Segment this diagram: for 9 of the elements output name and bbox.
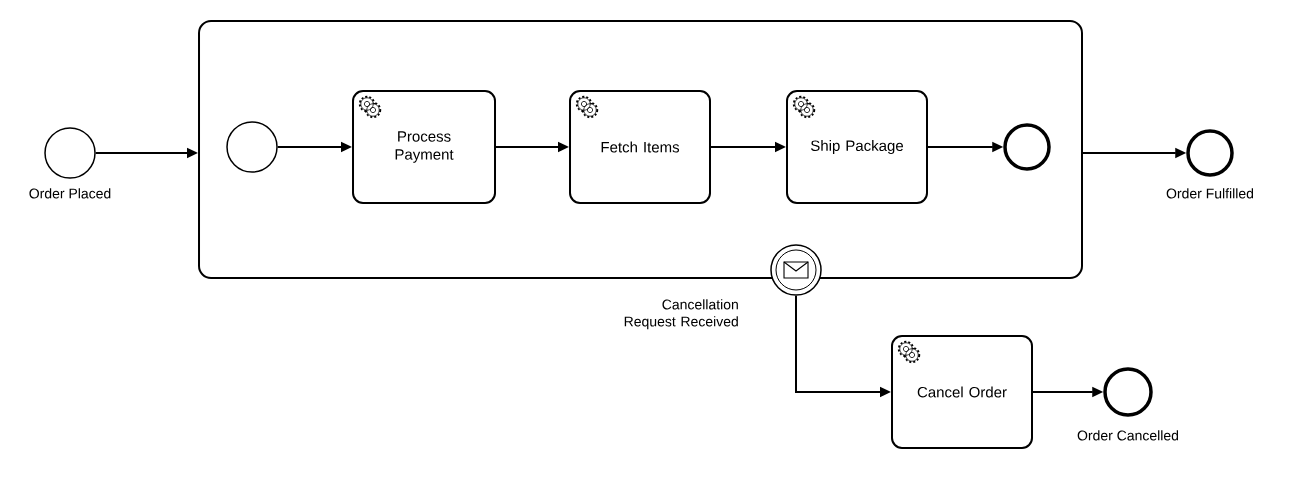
event-label: Order Fulfilled xyxy=(1166,188,1254,199)
event-label: Order Cancelled xyxy=(1077,430,1179,441)
task-box: Cancel Order xyxy=(891,335,1033,449)
task-box: Fetch Items xyxy=(569,90,711,204)
event-label: Cancellation Request Received xyxy=(624,299,738,330)
task-box: Ship Package xyxy=(786,90,928,204)
task-box: Process Payment xyxy=(352,90,496,204)
event-label: Order Placed xyxy=(29,188,111,199)
start-event-circle xyxy=(226,121,278,173)
